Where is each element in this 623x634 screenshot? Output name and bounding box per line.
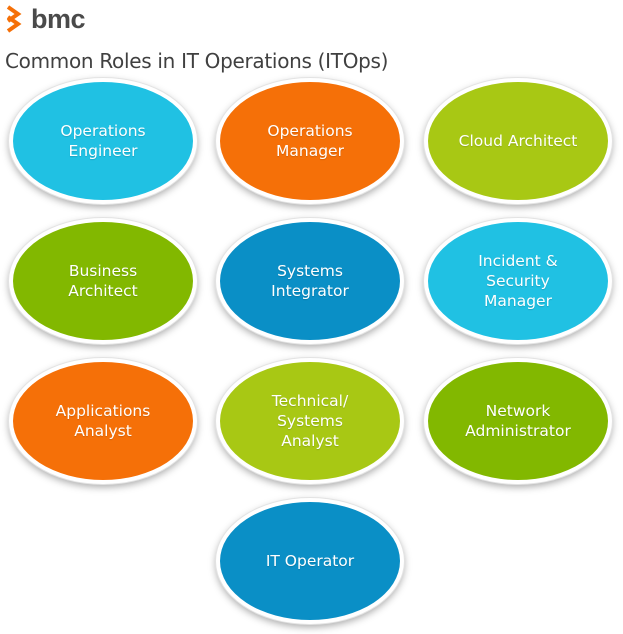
bmc-logo: bmc [4, 4, 86, 34]
role-incident-security-manager: Incident & Security Manager [424, 218, 612, 344]
role-business-architect: Business Architect [9, 218, 197, 344]
role-label: Technical/ Systems Analyst [271, 392, 349, 450]
logo-text: bmc [31, 4, 86, 34]
role-label: Systems Integrator [271, 262, 349, 300]
role-label: Incident & Security Manager [478, 252, 558, 310]
role-label: Applications Analyst [55, 402, 151, 440]
role-it-operator: IT Operator [216, 498, 404, 624]
role-label: Operations Engineer [60, 122, 146, 160]
page-title: Common Roles in IT Operations (ITOps) [5, 49, 389, 73]
role-label: Network Administrator [465, 402, 571, 440]
role-cloud-architect: Cloud Architect [424, 78, 612, 204]
role-systems-integrator: Systems Integrator [216, 218, 404, 344]
role-label: Business Architect [68, 262, 138, 300]
role-operations-engineer: Operations Engineer [9, 78, 197, 204]
role-label: IT Operator [265, 552, 355, 570]
role-operations-manager: Operations Manager [216, 78, 404, 204]
role-label: Operations Manager [267, 122, 353, 160]
role-network-administrator: Network Administrator [424, 358, 612, 484]
role-applications-analyst: Applications Analyst [9, 358, 197, 484]
role-label: Cloud Architect [458, 132, 578, 150]
bmc-chevron-icon [6, 5, 22, 33]
role-technical-systems-analyst: Technical/ Systems Analyst [216, 358, 404, 484]
